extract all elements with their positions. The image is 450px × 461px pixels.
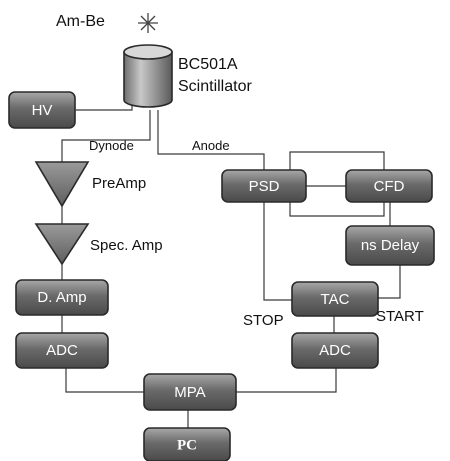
hv-label: HV [32, 102, 53, 119]
wire-adc-mpa [65, 368, 144, 393]
connection-lines [61, 106, 401, 428]
adc-left-label: ADC [46, 342, 78, 359]
psd-module [221, 169, 307, 203]
d-amp-module [15, 279, 109, 316]
spec-amp-amplifier [34, 223, 90, 266]
cfd-label: CFD [374, 178, 405, 195]
wire-psd-cfd-bottom [289, 202, 385, 217]
tac-module [291, 281, 379, 317]
psd-label: PSD [249, 178, 280, 195]
d-amp-label: D. Amp [37, 289, 86, 306]
wire-hv-detector [124, 106, 133, 111]
adc-right-label: ADC [319, 342, 351, 359]
wire-adcr-mpa [236, 368, 337, 393]
scintillator-detector [123, 44, 173, 108]
adc-right-module [291, 332, 379, 369]
preamp-amplifier [34, 161, 90, 208]
preamp-label: PreAmp [92, 175, 146, 192]
wire-dynode [61, 110, 151, 162]
tac-label: TAC [321, 291, 350, 308]
detector-label-line1: BC501A [178, 56, 238, 73]
mpa-label: MPA [174, 384, 205, 401]
wire-psd-cfd-top [289, 151, 385, 170]
wire-delay-tac [378, 265, 401, 299]
wire-anode [157, 110, 265, 170]
start-label: START [376, 308, 424, 325]
stop-label: STOP [243, 312, 284, 329]
wire-psd-stop [263, 202, 292, 301]
ns-delay-module [345, 225, 435, 266]
asterisk-icon [138, 13, 158, 33]
ns-delay-label: ns Delay [361, 237, 420, 254]
cfd-module [345, 169, 433, 203]
pc-label: PC [177, 437, 197, 453]
source-label: Am-Be [56, 13, 105, 30]
adc-left-module [15, 332, 109, 369]
pc-module [143, 427, 231, 461]
spec-amp-label: Spec. Amp [90, 237, 163, 254]
detector-label-line2: Scintillator [178, 78, 252, 95]
dynode-label: Dynode [89, 138, 134, 153]
anode-label: Anode [192, 138, 230, 153]
mpa-module [143, 373, 237, 411]
